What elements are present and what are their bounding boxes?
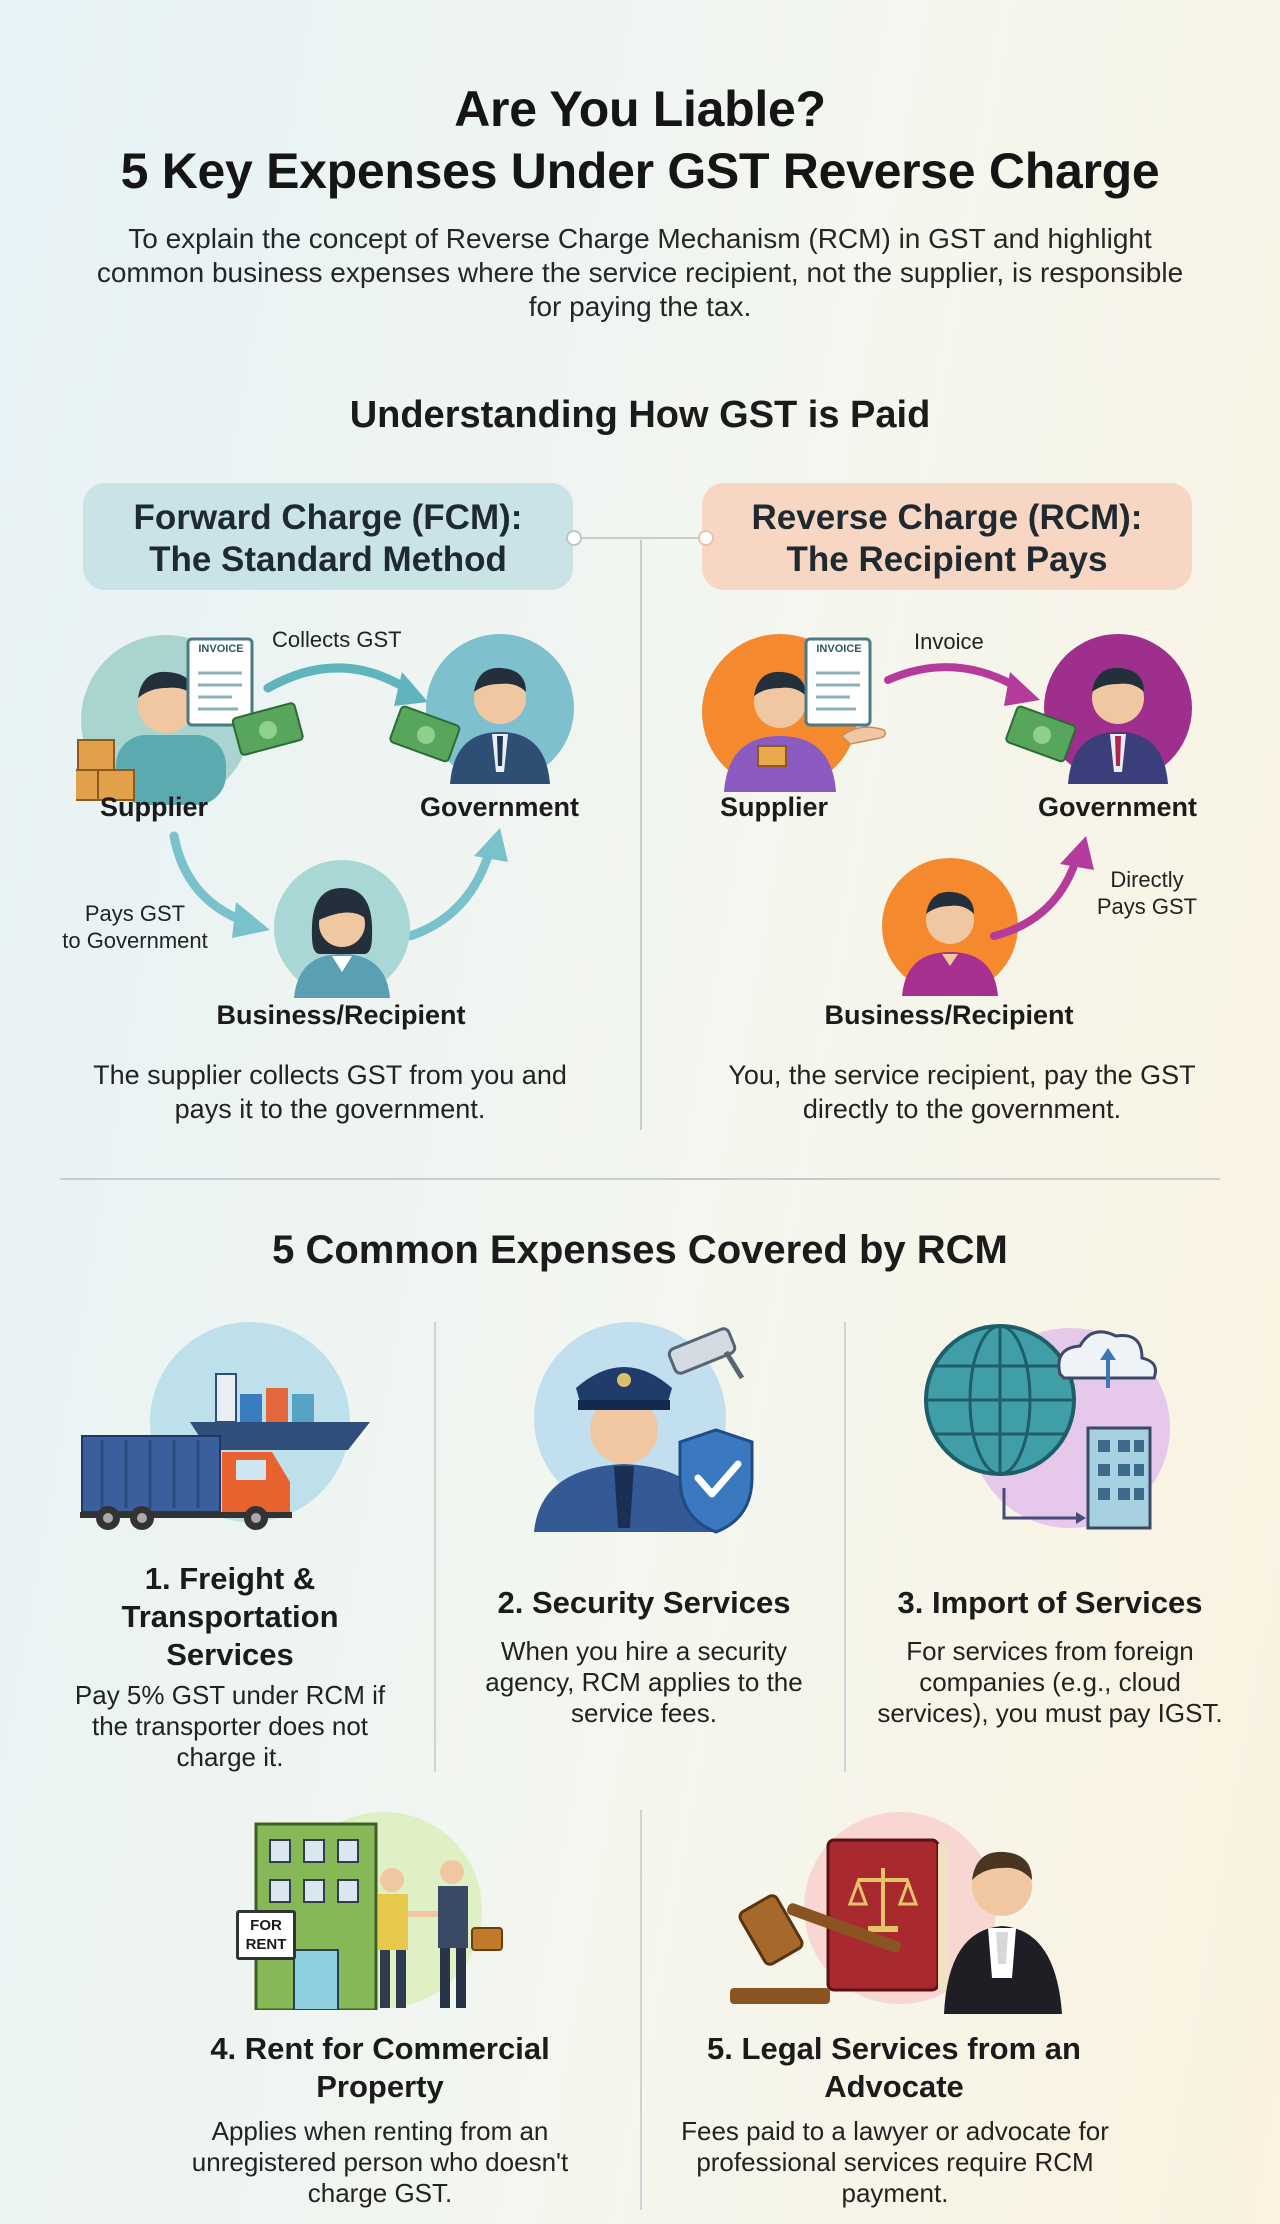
fcm-title-line2: The Standard Method xyxy=(149,540,507,579)
fcm-recipient-label: Business/Recipient xyxy=(216,1000,466,1030)
for-rent-sign: FOR RENT xyxy=(236,1910,296,1960)
expense-2-title: 2. Security Services xyxy=(497,1585,791,1620)
expense-1-title: 1. Freight & Transportation Services xyxy=(121,1561,339,1672)
intro-text: To explain the concept of Reverse Charge… xyxy=(96,223,1184,322)
rcm-invoice-icon: INVOICE xyxy=(800,633,880,733)
security-guard-icon xyxy=(534,1322,754,1534)
fcm-government-figure xyxy=(424,632,576,784)
rcm-invoice-arrow xyxy=(884,663,1040,706)
fcm-pays-label: Pays GST to Government xyxy=(60,900,210,954)
rcm-title-line1: Reverse Charge (RCM): xyxy=(751,498,1143,537)
rcm-directly-pays-arrow xyxy=(990,836,1094,940)
fcm-recipient-figure xyxy=(272,858,412,998)
fcm-cash-icon xyxy=(231,702,304,756)
section-vertical-divider xyxy=(640,540,642,1130)
fcm-supplier-label: Supplier xyxy=(100,792,209,822)
truck-ship-icon xyxy=(80,1322,370,1530)
gavel-law-book-icon xyxy=(730,1812,1062,2014)
expense-4-description: Applies when renting from an unregistere… xyxy=(191,2116,569,2208)
expense-2-illustration xyxy=(520,1318,760,1538)
rcm-government-label: Government xyxy=(1038,792,1198,822)
rcm-directly-label: Directly Pays GST xyxy=(1092,866,1202,920)
fcm-description: The supplier collects GST from you and p… xyxy=(93,1060,567,1124)
rcm-title-pill: Reverse Charge (RCM): The Recipient Pays xyxy=(702,483,1192,590)
rcm-title-line2: The Recipient Pays xyxy=(786,540,1108,579)
expense-5-description: Fees paid to a lawyer or advocate for pr… xyxy=(681,2116,1109,2208)
fcm-collects-label: Collects GST xyxy=(272,627,402,652)
fcm-government-cash-icon xyxy=(389,705,461,763)
rcm-directly-label-line1: Directly xyxy=(1110,867,1184,892)
rcm-hand-icon xyxy=(840,726,887,745)
fcm-invoice-icon: INVOICE xyxy=(182,633,262,733)
rcm-directly-label-line2: Pays GST xyxy=(1096,894,1198,919)
rcm-recipient-figure xyxy=(880,856,1020,996)
rcm-invoice-arrow-label: Invoice xyxy=(914,629,984,654)
expenses-row2-divider xyxy=(640,1810,642,2210)
expense-4-title: 4. Rent for Commercial Property xyxy=(210,2031,550,2104)
globe-cloud-icon xyxy=(924,1324,1170,1530)
expense-4-illustration xyxy=(234,1810,534,2012)
expenses-row1-divider-1 xyxy=(434,1322,436,1772)
rcm-description: You, the service recipient, pay the GST … xyxy=(728,1060,1196,1124)
expense-3-title: 3. Import of Services xyxy=(897,1585,1203,1620)
rcm-government-figure xyxy=(1042,632,1194,784)
page-title-line1: Are You Liable? xyxy=(454,81,826,137)
fcm-supplier-to-recipient-arrow xyxy=(169,831,270,938)
page-title-line2: 5 Key Expenses Under GST Reverse Charge xyxy=(120,143,1160,199)
pill-connector xyxy=(566,530,714,546)
expense-2-description: When you hire a security agency, RCM app… xyxy=(485,1636,803,1728)
expense-5-title: 5. Legal Services from an Advocate xyxy=(707,2031,1081,2104)
expense-3-illustration xyxy=(920,1318,1180,1538)
expense-3-description: For services from foreign companies (e.g… xyxy=(877,1636,1223,1728)
building-rent-icon xyxy=(254,1812,503,2012)
for-rent-sign-line1: FOR xyxy=(250,1917,282,1934)
section-horizontal-divider xyxy=(60,1178,1220,1180)
expenses-heading: 5 Common Expenses Covered by RCM xyxy=(272,1228,1008,1272)
rcm-government-cash-icon xyxy=(1005,705,1077,763)
rcm-recipient-label: Business/Recipient xyxy=(824,1000,1074,1030)
expense-1-illustration xyxy=(80,1322,380,1542)
fcm-pays-label-line1: Pays GST xyxy=(84,901,186,926)
fcm-recipient-to-government-arrow xyxy=(405,828,508,941)
fcm-title-pill: Forward Charge (FCM): The Standard Metho… xyxy=(83,483,573,590)
fcm-collects-arrow xyxy=(263,663,428,706)
expense-5-illustration xyxy=(730,1808,1070,2014)
how-gst-paid-heading: Understanding How GST is Paid xyxy=(349,394,931,436)
for-rent-sign-line2: RENT xyxy=(245,1936,287,1953)
rcm-supplier-label: Supplier xyxy=(720,792,829,822)
fcm-title-line1: Forward Charge (FCM): xyxy=(133,498,523,537)
expense-1-description: Pay 5% GST under RCM if the transporter … xyxy=(74,1680,386,1772)
fcm-pays-label-line2: to Government xyxy=(62,928,208,953)
rcm-invoice-text: INVOICE xyxy=(816,643,862,655)
fcm-government-label: Government xyxy=(420,792,580,822)
expenses-row1-divider-2 xyxy=(844,1322,846,1772)
fcm-invoice-text: INVOICE xyxy=(198,643,244,655)
